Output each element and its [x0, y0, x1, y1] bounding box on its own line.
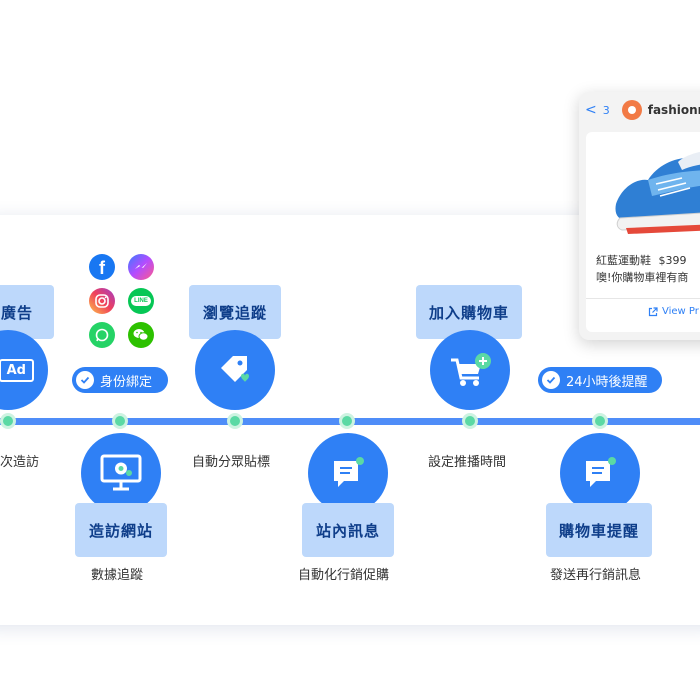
product-card[interactable]: 紅藍運動鞋 $399 噢!你購物車裡有商 View Pr [586, 132, 700, 332]
stage-visit-caption: 數據追蹤 [91, 568, 144, 583]
timeline-node [339, 413, 355, 429]
product-divider [586, 298, 700, 299]
facebook-icon: f [89, 254, 115, 280]
identity-binding-badge: 身份綁定 [72, 367, 168, 393]
stage-message-caption: 自動化行銷促購 [298, 568, 390, 583]
stage-message-title: 站內訊息 [315, 521, 380, 540]
reminder-badge-label: 24小時後提醒 [566, 374, 648, 390]
phone-preview: < 3 fashionm 紅藍運動鞋 $399 噢!你購物車裡有商 [579, 92, 700, 340]
wechat-icon [128, 322, 154, 348]
timeline-node [0, 413, 16, 429]
back-button[interactable]: < 3 [585, 102, 610, 118]
view-product-link[interactable]: View Pr [648, 306, 699, 317]
cart-message: 噢!你購物車裡有商 [596, 271, 689, 284]
stage-ad-caption: 次造訪 [0, 455, 40, 470]
timeline-node [592, 413, 608, 429]
check-icon [542, 371, 560, 389]
timeline-node [462, 413, 478, 429]
product-price: $399 [658, 254, 687, 267]
sneaker-image [615, 151, 700, 234]
monitor-icon [100, 454, 142, 491]
visit-icon-circle [81, 433, 161, 513]
ad-icon-text: Ad [0, 358, 34, 382]
product-info: 紅藍運動鞋 $399 噢!你購物車裡有商 [596, 252, 688, 286]
shop-logo-icon [627, 106, 636, 114]
stage-reminder-title: 購物車提醒 [558, 521, 639, 540]
ad-icon: Ad [0, 358, 42, 382]
stage-reminder-caption: 發送再行銷訊息 [550, 568, 642, 583]
instagram-icon [89, 288, 115, 314]
stage-visit-title: 造訪網站 [88, 521, 153, 540]
stage-cart-title: 加入購物車 [428, 303, 509, 322]
stage-visit-label: 造訪網站 [75, 503, 167, 557]
reminder-24h-badge: 24小時後提醒 [538, 367, 662, 393]
chevron-left-icon: < [585, 102, 597, 118]
external-link-icon [648, 306, 658, 316]
stage-reminder-label: 購物車提醒 [546, 503, 652, 557]
timeline-node [227, 413, 243, 429]
shop-avatar [621, 100, 642, 120]
stage-browse-caption: 自動分眾貼標 [192, 455, 271, 470]
messenger-icon [128, 254, 154, 280]
view-link-label: View Pr [662, 306, 699, 317]
chat-icon [586, 457, 616, 487]
timeline-node [112, 413, 128, 429]
browse-icon-circle [195, 330, 275, 410]
shopping-cart-icon [451, 353, 491, 386]
stage-message-label: 站內訊息 [302, 503, 394, 557]
whatsapp-icon [89, 322, 115, 348]
message-icon-circle [308, 433, 388, 513]
stage-ad-title: 廣告 [0, 303, 33, 322]
shop-name: fashionm [647, 103, 700, 117]
identity-badge-label: 身份綁定 [100, 374, 153, 390]
chat-icon [334, 457, 364, 487]
stage-cart-label: 加入購物車 [416, 285, 522, 339]
back-count: 3 [602, 103, 610, 117]
chat-header: < 3 fashionm [579, 92, 700, 128]
line-icon: LINE [128, 288, 154, 314]
reminder-icon-circle [560, 433, 640, 513]
check-icon [76, 371, 94, 389]
cart-icon-circle [430, 330, 510, 410]
stage-browse-title: 瀏覽追蹤 [202, 303, 267, 322]
stage-cart-caption: 設定推播時間 [428, 455, 507, 470]
product-name: 紅藍運動鞋 [596, 254, 651, 267]
tag-icon [221, 356, 249, 382]
